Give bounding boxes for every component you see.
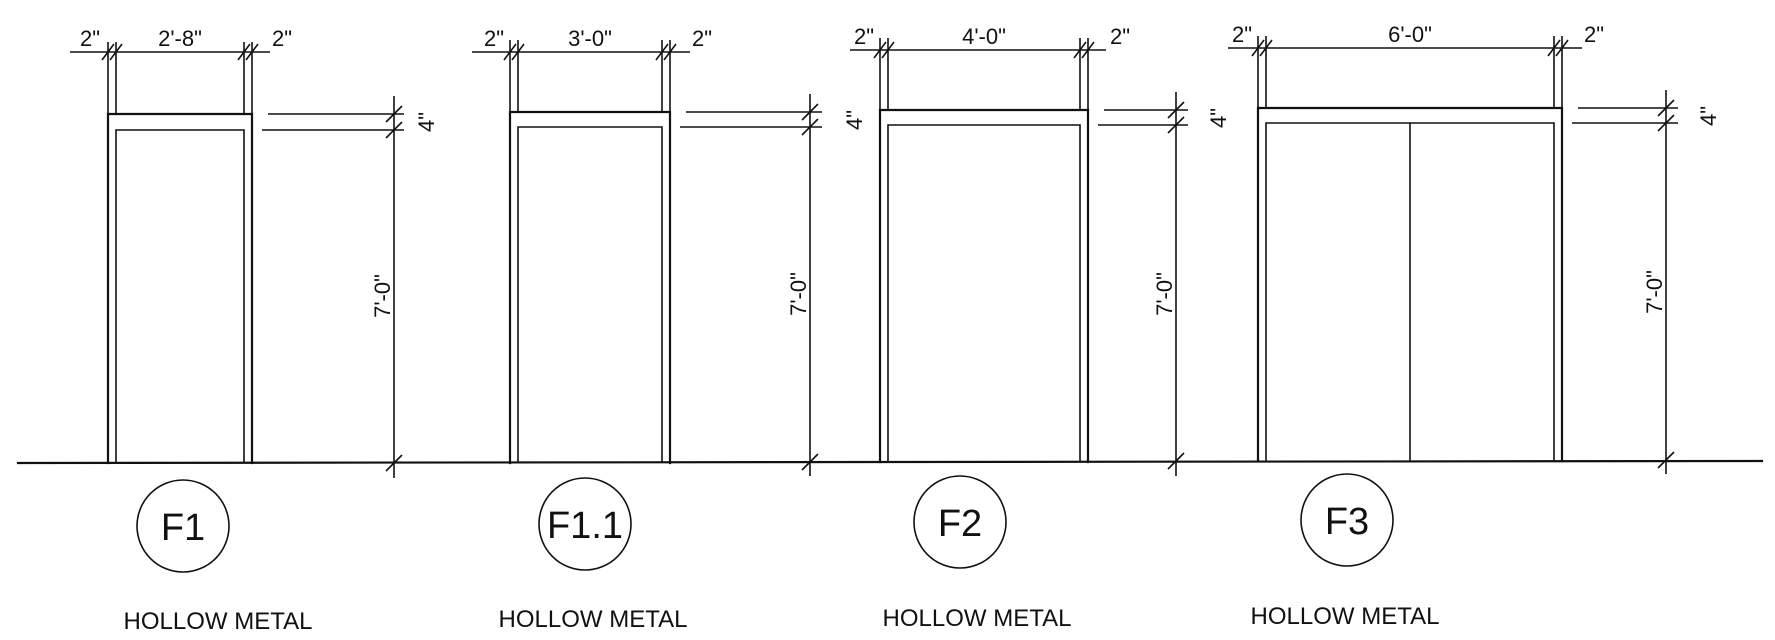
frame-f1-tag-circle [136, 479, 230, 573]
frame-f1-tag: F1 [161, 507, 205, 549]
frame-f2-width-dimension: 2" 4'-0" 2" [850, 24, 1130, 110]
frame-f1-head-label: 4" [414, 112, 439, 132]
frame-f1-material: HOLLOW METAL [124, 608, 313, 635]
frame-f3-width-dimension: 2" 6'-0" 2" [1228, 22, 1604, 108]
frame-f1-jamb-left-label: 2" [80, 26, 100, 51]
frame-f1-1-opening-width-label: 3'-0" [568, 26, 612, 51]
frame-f1-width-dimension: 2" 2'-8" 2" [70, 26, 292, 114]
frame-f1-elevation [106, 112, 254, 465]
frame-f3: 2" 6'-0" 2" 4" 7'-0" F3 HOLLOW METAL [1228, 22, 1721, 630]
frame-f3-height-dimension: 4" 7'-0" [1572, 90, 1721, 474]
frame-f3-jamb-left-label: 2" [1232, 22, 1252, 47]
frame-f3-tag: F3 [1325, 501, 1369, 543]
frame-f2-opening-height-label: 7'-0" [1152, 272, 1177, 316]
frame-f3-jamb-right-label: 2" [1584, 22, 1604, 47]
frame-f1-opening-width-label: 2'-8" [158, 26, 202, 51]
frame-f1-1-opening-height-label: 7'-0" [786, 272, 811, 316]
frame-f1-1-height-dimension: 4" 7'-0" [680, 94, 867, 476]
frame-f2-jamb-right-label: 2" [1110, 24, 1130, 49]
frame-f1-1-elevation [508, 110, 672, 465]
frame-f1-1-tag: F1.1 [547, 505, 623, 547]
frame-f2-elevation [878, 108, 1090, 464]
frame-f1-1: 2" 3'-0" 2" 4" 7'-0" F1.1 HOLLOW METAL [472, 26, 867, 633]
frame-f3-material: HOLLOW METAL [1251, 603, 1440, 630]
floor-line [16, 459, 1764, 465]
frame-f1-1-jamb-right-label: 2" [692, 26, 712, 51]
frame-f1-opening-height-label: 7'-0" [370, 274, 395, 318]
frame-f1-height-dimension: 4" 7'-0" [262, 96, 439, 478]
frame-f3-elevation [1256, 106, 1564, 463]
frame-f3-opening-height-label: 7'-0" [1642, 270, 1667, 314]
frame-f1-1-material: HOLLOW METAL [499, 606, 688, 633]
frame-f2-height-dimension: 4" 7'-0" [1098, 92, 1231, 476]
frame-f1-1-head-label: 4" [842, 110, 867, 130]
frame-f2-tag: F2 [938, 503, 982, 545]
frame-f1-1-jamb-left-label: 2" [484, 26, 504, 51]
frame-f1-1-tag-circle [538, 477, 632, 571]
frame-f2-opening-width-label: 4'-0" [962, 24, 1006, 49]
frame-f3-opening-width-label: 6'-0" [1388, 22, 1432, 47]
frame-f2-jamb-left-label: 2" [854, 24, 874, 49]
frame-f3-head-label: 4" [1696, 106, 1721, 126]
frame-f2-material: HOLLOW METAL [883, 605, 1072, 632]
frame-f1: 2" 2'-8" 2" 4" 7'-0" F1 HOLLOW METAL [70, 26, 439, 635]
frame-f2: 2" 4'-0" 2" 4" 7'-0" F2 HOLLOW METAL [850, 24, 1231, 632]
frame-f1-jamb-right-label: 2" [272, 26, 292, 51]
frame-f2-head-label: 4" [1206, 108, 1231, 128]
frame-f1-1-width-dimension: 2" 3'-0" 2" [472, 26, 712, 112]
frame-f2-tag-circle [913, 475, 1007, 569]
frame-f3-tag-circle [1300, 473, 1394, 567]
